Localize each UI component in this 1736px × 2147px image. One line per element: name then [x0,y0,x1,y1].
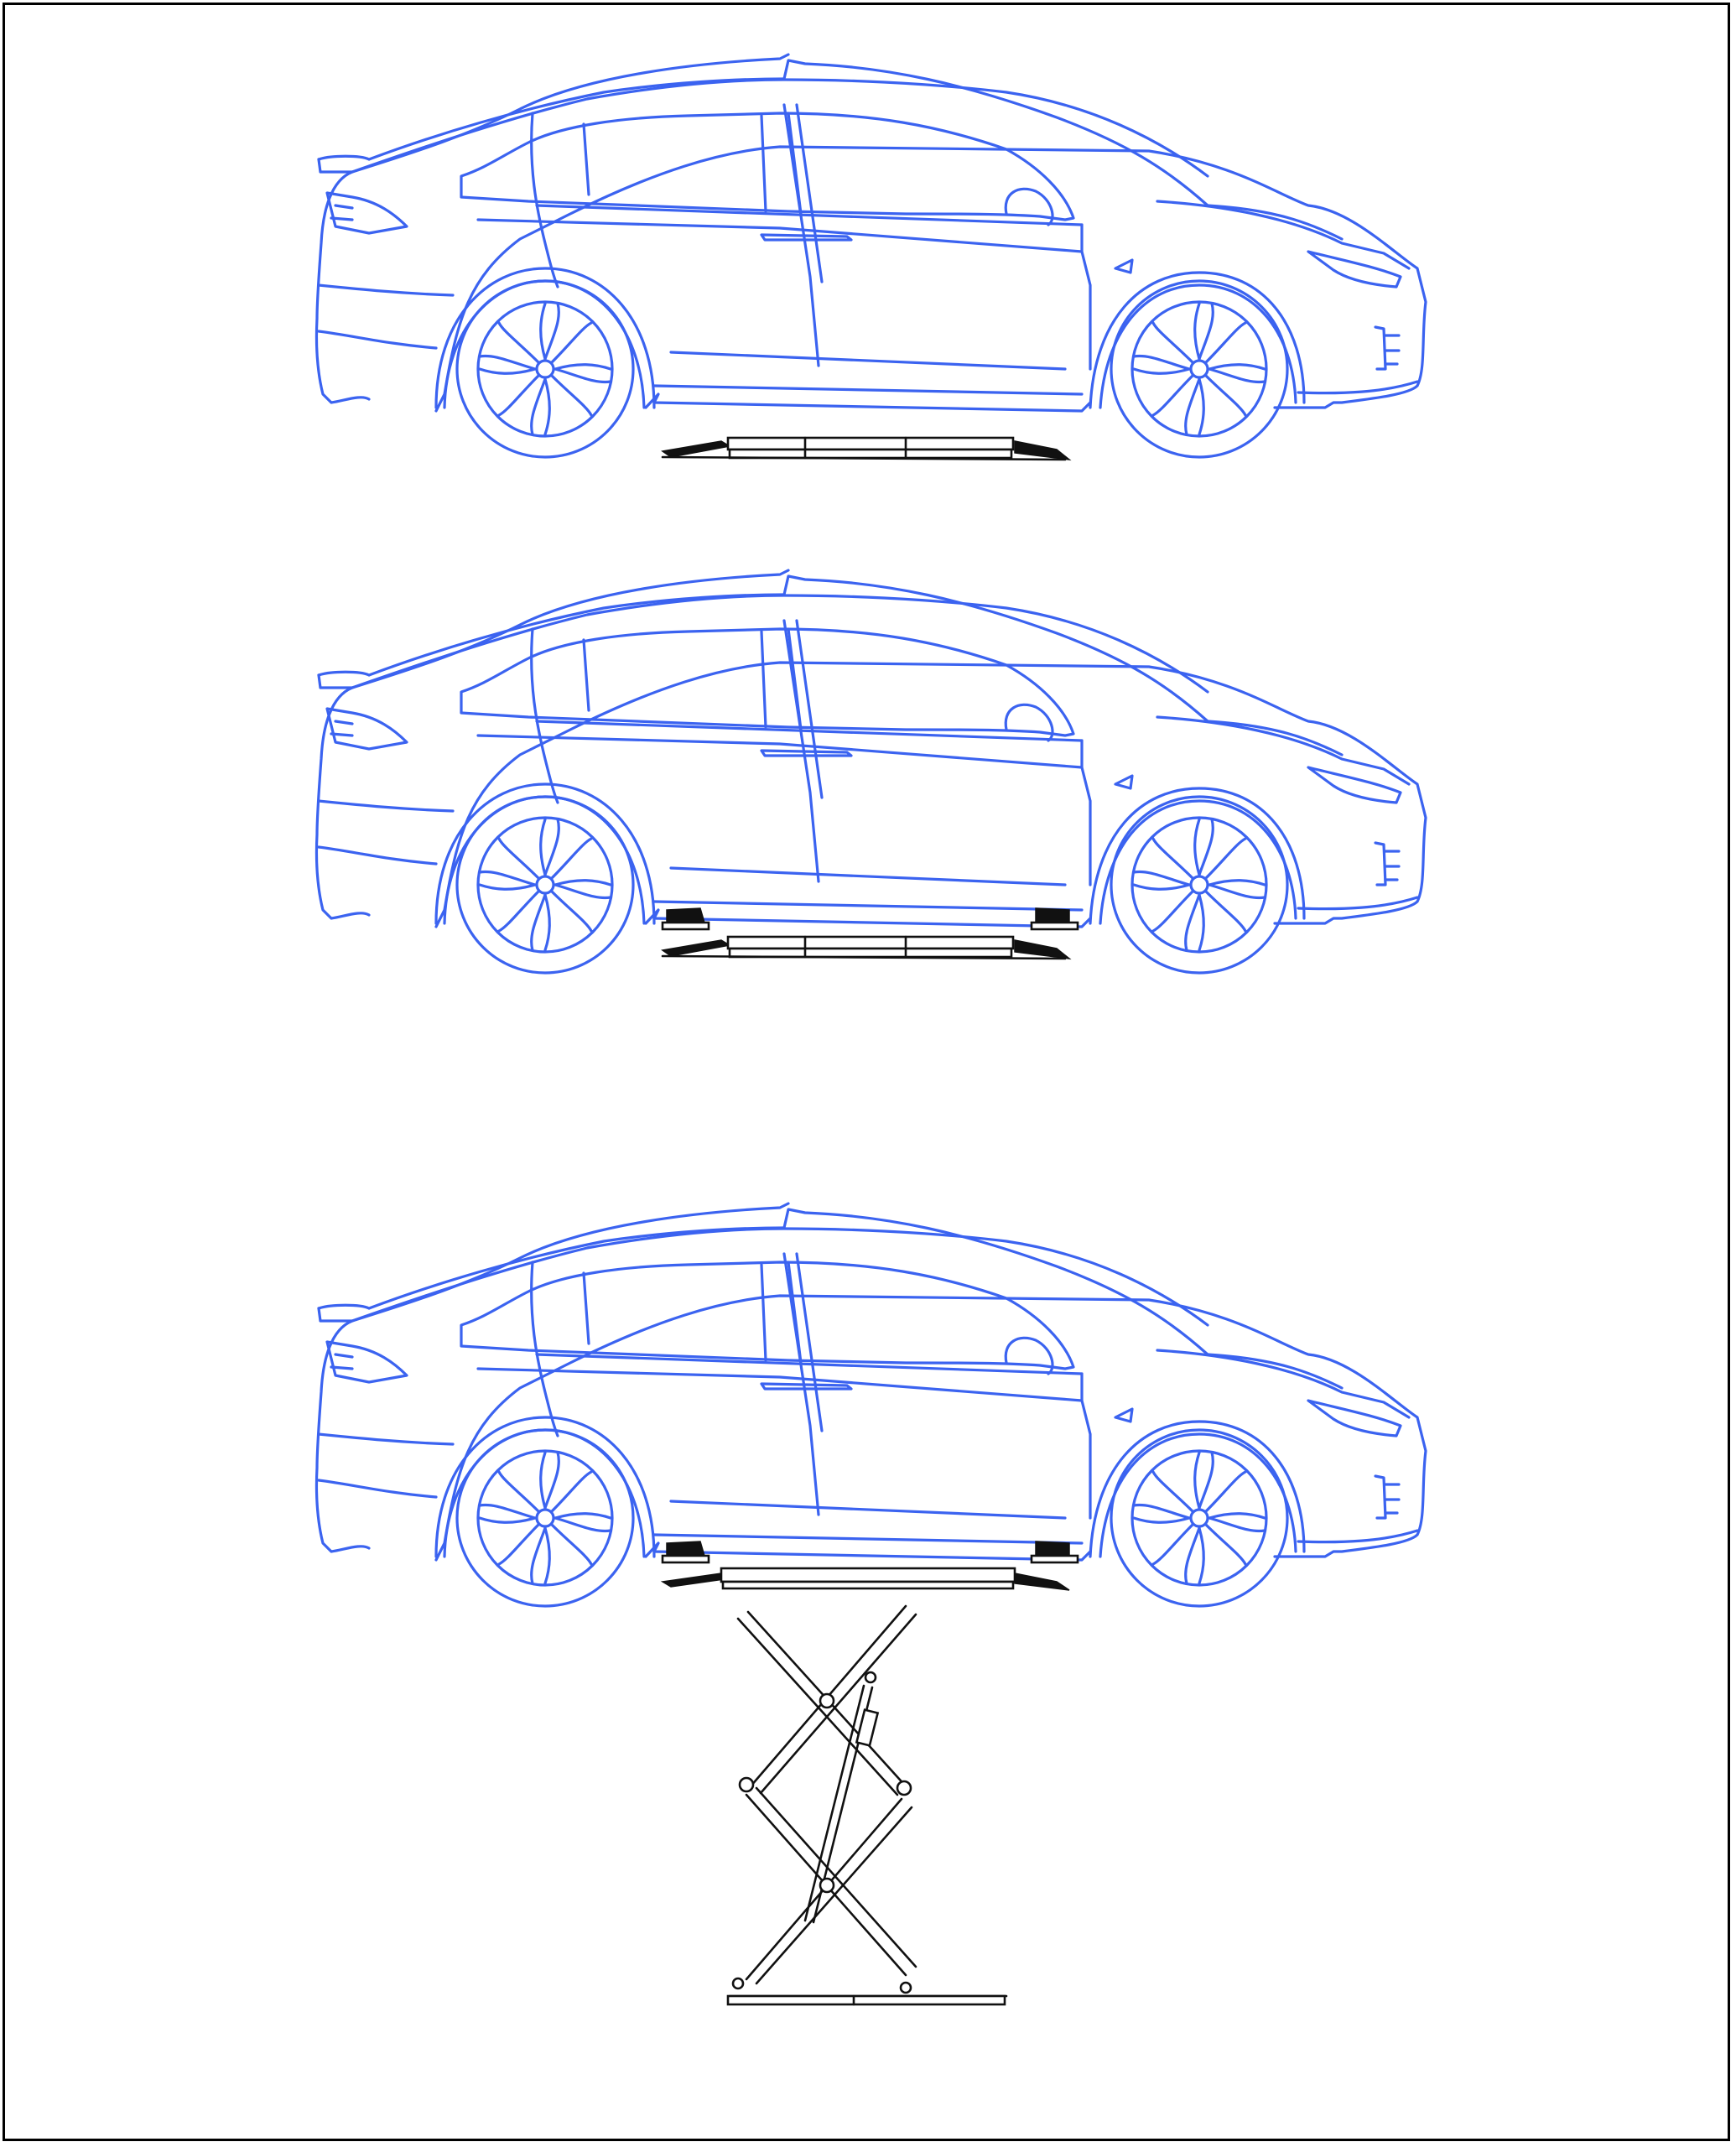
lift-collapsed-pads-raised [661,935,1071,960]
car-lowered [314,53,1427,459]
outer-frame [3,3,1730,2141]
car-pads-raised [314,569,1427,975]
car-fully-raised [314,1202,1427,1608]
stage-lowered [314,53,1427,461]
stage-pads-raised [314,569,1427,975]
stage-fully-raised [314,1202,1427,2006]
lift-collapsed-lowered [661,436,1071,461]
scissor-lift-extended [660,1567,1070,2006]
